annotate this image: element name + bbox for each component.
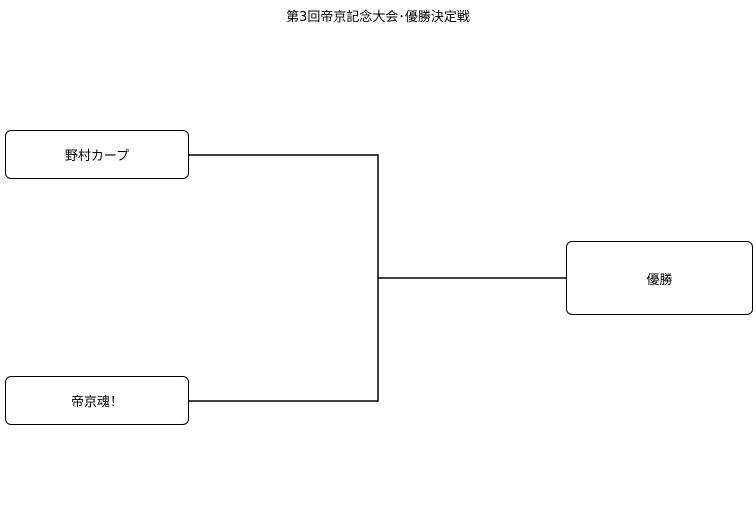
- winner-box: 優勝: [566, 241, 753, 315]
- team-box-nomura-carp: 野村カープ: [5, 130, 189, 179]
- diagram-title: 第3回帝京記念大会･優勝決定戦: [286, 10, 470, 25]
- team-name: 野村カープ: [64, 149, 130, 164]
- winner-label: 優勝: [646, 272, 673, 288]
- team-box-teikyo-damashii: 帝京魂！: [5, 376, 189, 425]
- team-name: 帝京魂！: [70, 395, 123, 410]
